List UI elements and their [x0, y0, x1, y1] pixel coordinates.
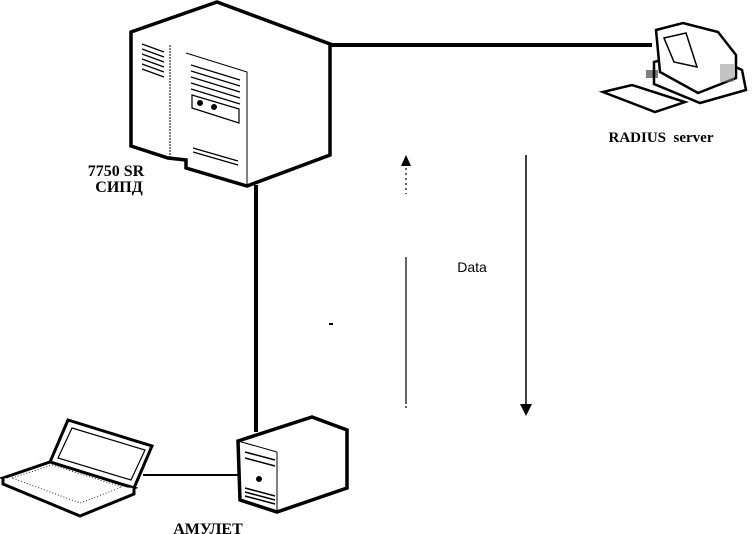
laptop-icon[interactable] [0, 418, 155, 518]
router-label-line2: СИПД [95, 179, 142, 196]
links [143, 43, 652, 476]
stray-mark [329, 323, 333, 325]
router-label-line1: 7750 SR [88, 163, 145, 180]
radius-server-icon[interactable] [598, 21, 748, 114]
data-flow [401, 155, 532, 416]
radius-server-label: RADIUS server [609, 130, 714, 146]
amulet-label: АМУЛЕТ [173, 521, 243, 534]
upstream-arrow-head [401, 155, 411, 166]
data-flow-label: Data [457, 259, 487, 275]
router-7750sr-icon[interactable] [129, 0, 332, 188]
downstream-arrow-head [520, 404, 532, 416]
amulet-server-icon[interactable] [236, 415, 349, 514]
